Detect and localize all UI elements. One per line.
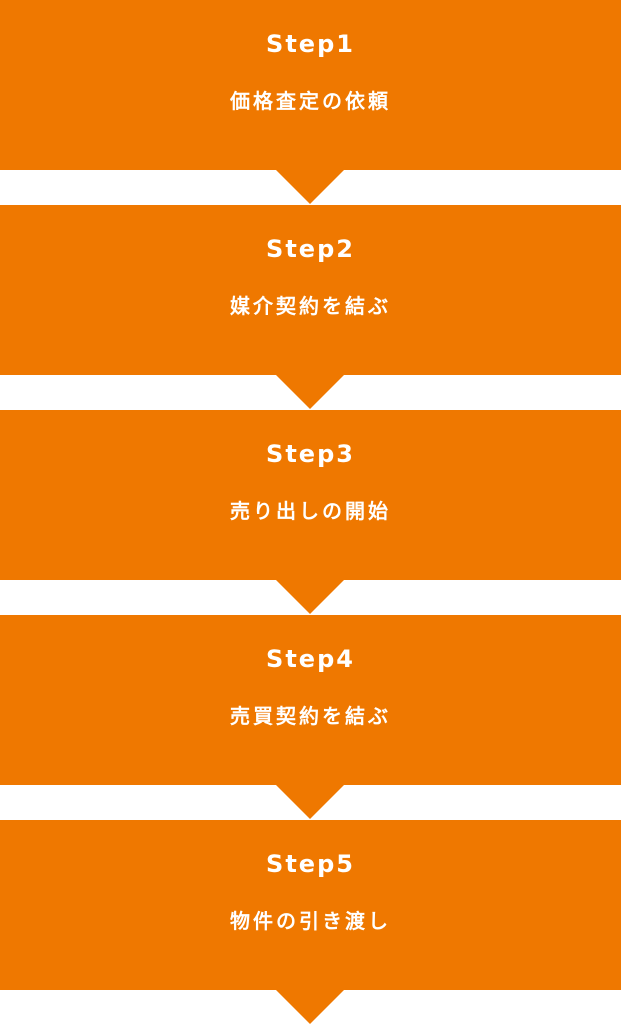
step-4-description: 売買契約を結ぶ (230, 704, 391, 728)
step-4-title: Step4 (266, 645, 355, 673)
step-3-description: 売り出しの開始 (230, 499, 391, 523)
step-2-title: Step2 (266, 235, 355, 263)
step-3-block: Step3 売り出しの開始 (0, 410, 621, 580)
step-5-arrow-icon (276, 990, 344, 1024)
step-5-title: Step5 (266, 850, 355, 878)
step-1-title: Step1 (266, 30, 355, 58)
step-1-arrow-icon (276, 170, 344, 204)
step-1-description: 価格査定の依頼 (230, 89, 391, 113)
step-2-description: 媒介契約を結ぶ (230, 294, 391, 318)
step-2-arrow-icon (276, 375, 344, 409)
step-4-arrow-icon (276, 785, 344, 819)
step-2-block: Step2 媒介契約を結ぶ (0, 205, 621, 375)
step-3-title: Step3 (266, 440, 355, 468)
step-1-block: Step1 価格査定の依頼 (0, 0, 621, 170)
step-5-block: Step5 物件の引き渡し (0, 820, 621, 990)
step-4-block: Step4 売買契約を結ぶ (0, 615, 621, 785)
step-5-description: 物件の引き渡し (230, 909, 391, 933)
step-3-arrow-icon (276, 580, 344, 614)
